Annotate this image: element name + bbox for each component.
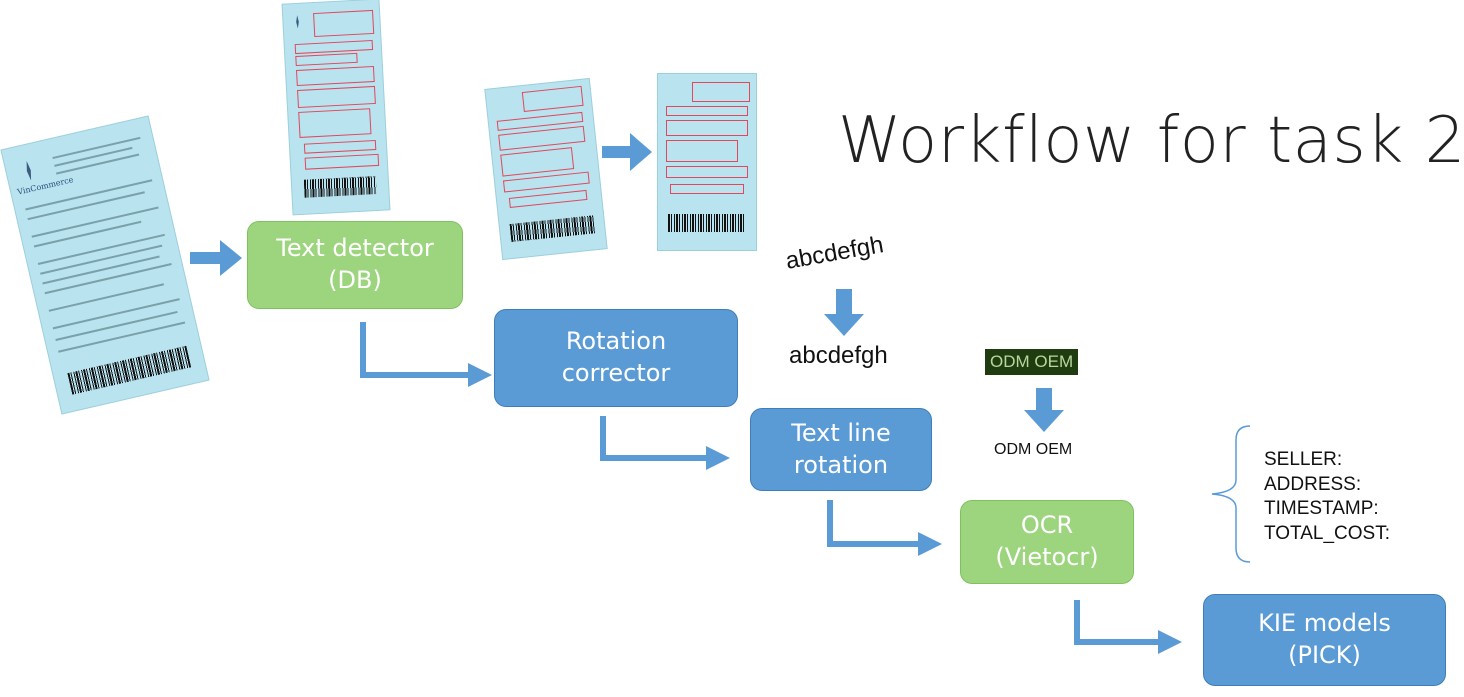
corrected-receipt-image: [658, 74, 756, 250]
kie-models-node: KIE models (PICK): [1203, 594, 1446, 686]
arrow-crop-to-rotated: [602, 133, 652, 171]
kie-fields-brace: [1211, 425, 1251, 563]
kie-field: SELLER:: [1264, 449, 1343, 470]
detected-receipt-image: [282, 0, 390, 215]
brand-logo-icon: [26, 160, 32, 181]
cropped-receipt-image: [485, 79, 607, 259]
text-detector-node: Text detector (DB): [247, 221, 463, 309]
kie-field: TOTAL_COST:: [1264, 522, 1390, 544]
arrow-rotation-to-textline: [600, 416, 708, 461]
ocr-node: OCR (Vietocr): [960, 500, 1134, 584]
arrow-ocr-to-kie: [1074, 600, 1160, 645]
corrected-text-sample: abcdefgh: [789, 342, 888, 369]
arrow-text-rotation-sample: [824, 289, 864, 336]
kie-fields-list: SELLER: ADDRESS: TIMESTAMP: TOTAL_COST:: [1264, 448, 1390, 546]
diagram-title: Workflow for task 2: [838, 104, 1464, 178]
kie-field: TIMESTAMP:: [1264, 498, 1379, 519]
input-receipt-image: VinCommerce: [1, 116, 209, 414]
kie-field: ADDRESS:: [1264, 473, 1362, 495]
rotation-corrector-node: Rotation corrector: [494, 309, 738, 407]
arrow-receipt-to-detector: [190, 240, 242, 276]
ocr-input-sample: ODM OEM: [985, 349, 1079, 375]
arrow-textline-to-ocr: [827, 500, 920, 547]
arrow-detector-to-rotation: [360, 322, 470, 378]
brand-logo-small-icon: [296, 15, 299, 29]
ocr-output-sample: ODM OEM: [994, 441, 1073, 458]
arrow-ocr-sample: [1024, 388, 1064, 432]
text-line-rotation-node: Text line rotation: [750, 408, 932, 491]
